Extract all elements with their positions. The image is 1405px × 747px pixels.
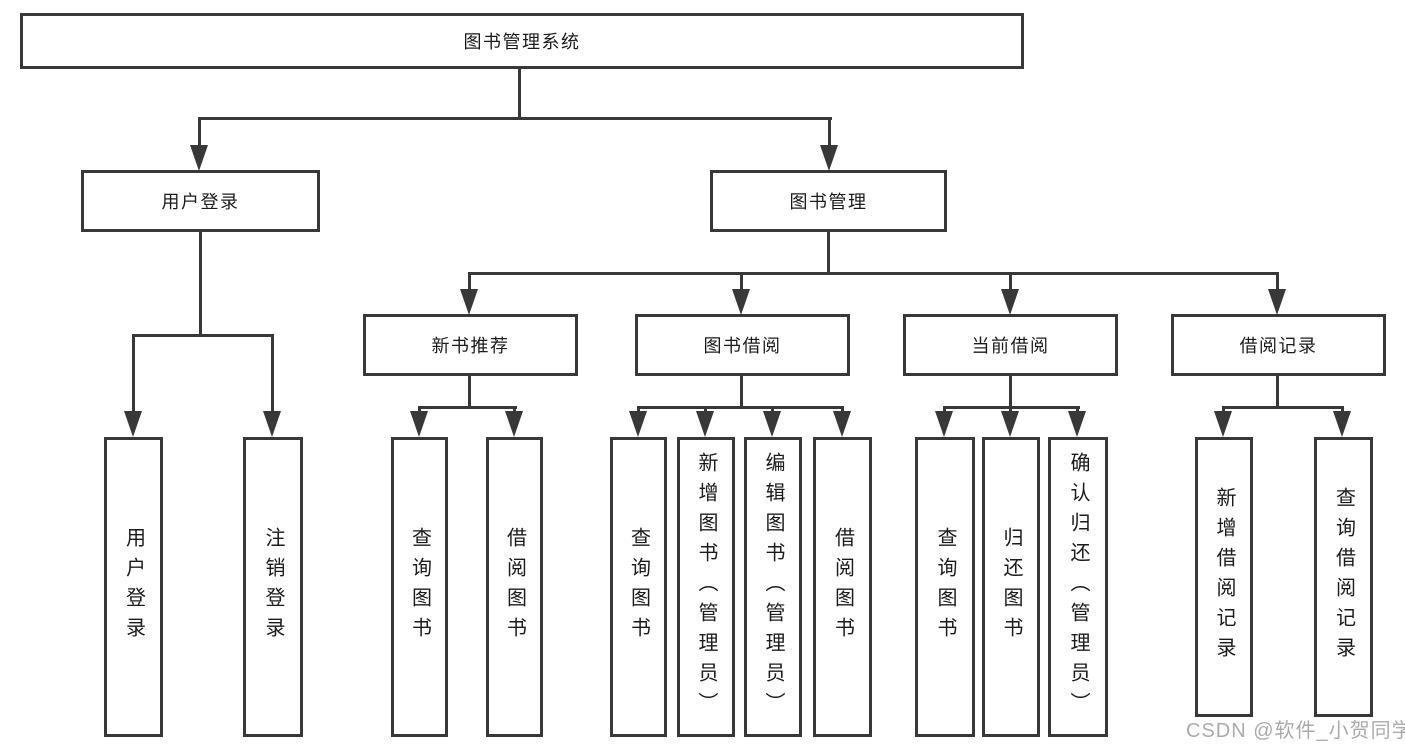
leaf-add-book-admin: 新增图书（管理员） bbox=[677, 437, 735, 737]
connector-line bbox=[828, 117, 831, 150]
connector-line bbox=[132, 334, 273, 337]
connector-line bbox=[418, 406, 517, 409]
node-user-login-label: 用户登录 bbox=[161, 192, 240, 212]
arrow-down-icon bbox=[1268, 289, 1286, 315]
leaf-logout-login-label: 注销登录 bbox=[262, 527, 284, 647]
arrow-down-icon bbox=[696, 411, 714, 437]
connector-line bbox=[518, 69, 521, 120]
arrow-down-icon bbox=[190, 145, 208, 171]
connector-line bbox=[132, 334, 135, 414]
leaf-confirm-return-admin: 确认归还（管理员） bbox=[1048, 437, 1108, 737]
node-book-borrow-label: 图书借阅 bbox=[703, 336, 782, 356]
leaf-borrow-books: 借阅图书 bbox=[813, 437, 872, 737]
arrow-down-icon bbox=[935, 411, 953, 437]
leaf-add-borrow-record: 新增借阅记录 bbox=[1195, 437, 1253, 717]
leaf-borrow-books-recommend-label: 借阅图书 bbox=[503, 527, 526, 647]
leaf-query-books-borrow: 查询图书 bbox=[610, 437, 667, 737]
leaf-query-borrow-record-label: 查询借阅记录 bbox=[1332, 487, 1355, 667]
leaf-borrow-books-label: 借阅图书 bbox=[831, 527, 854, 647]
connector-line bbox=[1009, 406, 1012, 415]
connector-line bbox=[740, 272, 743, 292]
arrow-down-icon bbox=[763, 411, 781, 437]
node-new-book-recommend-label: 新书推荐 bbox=[431, 336, 510, 356]
arrow-down-icon bbox=[629, 411, 647, 437]
arrow-down-icon bbox=[1214, 411, 1232, 437]
leaf-query-books-recommend: 查询图书 bbox=[391, 437, 448, 737]
leaf-logout-login: 注销登录 bbox=[243, 437, 303, 737]
csdn-watermark: CSDN @软件_小贺同学 bbox=[1186, 720, 1405, 742]
connector-line bbox=[827, 231, 830, 274]
connector-line bbox=[841, 406, 844, 415]
connector-line bbox=[1076, 406, 1079, 415]
leaf-edit-book-admin: 编辑图书（管理员） bbox=[744, 437, 802, 737]
node-user-login: 用户登录 bbox=[81, 170, 320, 232]
node-book-management-label: 图书管理 bbox=[789, 192, 868, 212]
node-book-management: 图书管理 bbox=[710, 170, 947, 232]
connector-line bbox=[1009, 375, 1012, 408]
connector-line bbox=[771, 406, 774, 415]
arrow-down-icon bbox=[1001, 411, 1019, 437]
arrow-down-icon bbox=[410, 411, 428, 437]
connector-line bbox=[271, 334, 274, 414]
leaf-query-books-borrow-label: 查询图书 bbox=[627, 527, 650, 647]
connector-line bbox=[1341, 406, 1344, 415]
arrow-down-icon bbox=[820, 145, 838, 171]
arrow-down-icon bbox=[1068, 411, 1086, 437]
connector-line bbox=[468, 272, 471, 292]
leaf-query-books-current-label: 查询图书 bbox=[934, 527, 956, 647]
node-book-borrow: 图书借阅 bbox=[635, 314, 850, 376]
arrow-down-icon bbox=[732, 289, 750, 315]
connector-line bbox=[1009, 272, 1012, 292]
arrow-down-icon bbox=[1001, 289, 1019, 315]
connector-line bbox=[198, 117, 832, 120]
connector-line bbox=[1276, 272, 1279, 292]
leaf-return-books-label: 归还图书 bbox=[1000, 527, 1022, 647]
connector-line bbox=[740, 375, 743, 408]
connector-line bbox=[198, 117, 201, 150]
leaf-user-login-label: 用户登录 bbox=[122, 527, 145, 647]
leaf-add-book-admin-label: 新增图书（管理员） bbox=[695, 452, 717, 722]
arrow-down-icon bbox=[263, 411, 281, 437]
connector-line bbox=[468, 375, 471, 408]
connector-line bbox=[1222, 406, 1344, 409]
node-new-book-recommend: 新书推荐 bbox=[363, 314, 578, 376]
leaf-user-login: 用户登录 bbox=[104, 437, 163, 737]
leaf-edit-book-admin-label: 编辑图书（管理员） bbox=[762, 452, 784, 722]
node-root: 图书管理系统 bbox=[20, 13, 1024, 69]
leaf-add-borrow-record-label: 新增借阅记录 bbox=[1213, 487, 1235, 667]
connector-line bbox=[943, 406, 946, 415]
node-borrow-records: 借阅记录 bbox=[1171, 314, 1386, 376]
node-borrow-records-label: 借阅记录 bbox=[1239, 336, 1318, 356]
leaf-borrow-books-recommend: 借阅图书 bbox=[486, 437, 543, 737]
connector-line bbox=[1222, 406, 1225, 415]
leaf-query-books-current: 查询图书 bbox=[915, 437, 975, 737]
leaf-return-books: 归还图书 bbox=[982, 437, 1040, 737]
connector-line bbox=[199, 231, 202, 336]
node-current-borrow: 当前借阅 bbox=[903, 314, 1118, 376]
connector-line bbox=[418, 406, 421, 415]
arrow-down-icon bbox=[124, 411, 142, 437]
arrow-down-icon bbox=[460, 289, 478, 315]
leaf-confirm-return-admin-label: 确认归还（管理员） bbox=[1067, 452, 1089, 722]
leaf-query-borrow-record: 查询借阅记录 bbox=[1314, 437, 1373, 717]
connector-line bbox=[637, 406, 844, 409]
connector-line bbox=[1276, 375, 1279, 408]
arrow-down-icon bbox=[505, 411, 523, 437]
arrow-down-icon bbox=[1333, 411, 1351, 437]
node-root-label: 图书管理系统 bbox=[463, 32, 581, 52]
node-current-borrow-label: 当前借阅 bbox=[971, 336, 1050, 356]
connector-line bbox=[468, 272, 1279, 275]
arrow-down-icon bbox=[833, 411, 851, 437]
leaf-query-books-recommend-label: 查询图书 bbox=[408, 527, 431, 647]
connector-line bbox=[637, 406, 640, 415]
connector-line bbox=[513, 406, 516, 415]
connector-line bbox=[704, 406, 707, 415]
